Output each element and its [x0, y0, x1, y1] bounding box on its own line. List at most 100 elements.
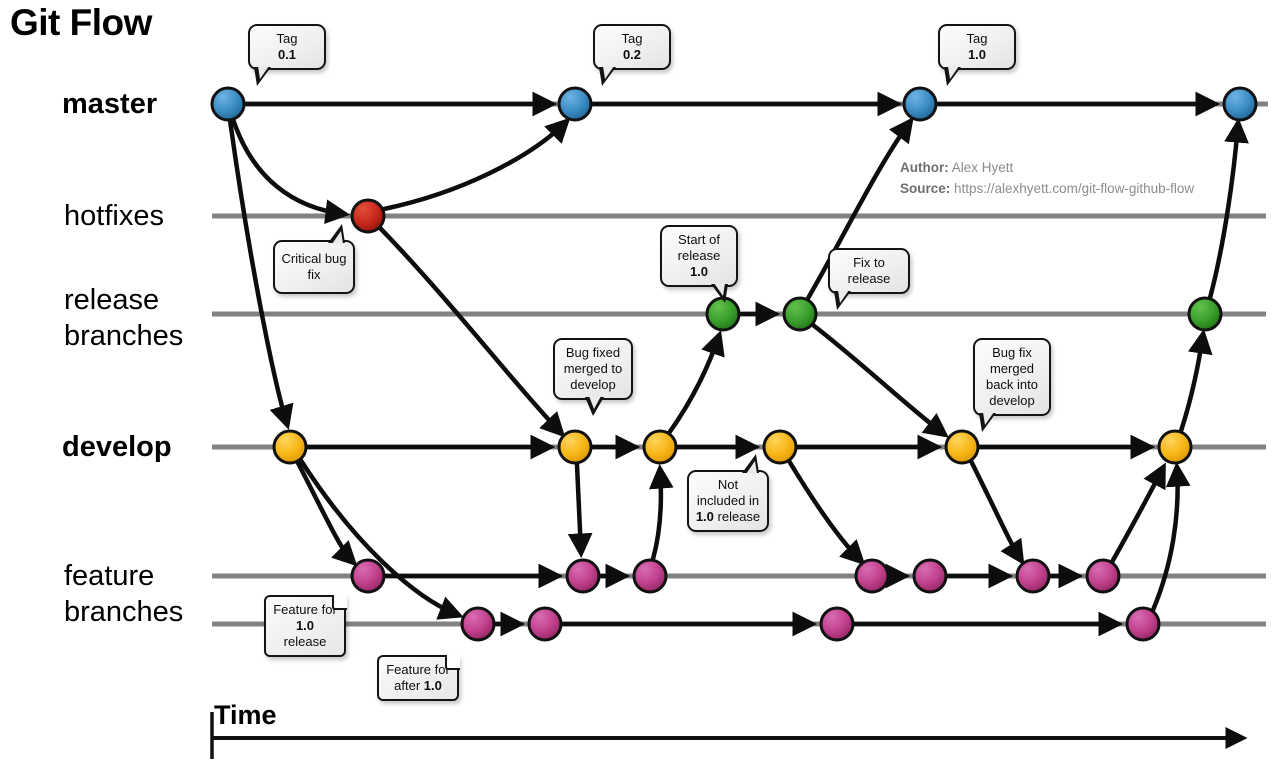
callout-not-included-line3-bold: 1.0 [695, 509, 714, 524]
branch-label-release: release branches [64, 282, 183, 354]
commit-master [210, 86, 246, 122]
note-fold-corner-icon [444, 654, 460, 670]
edge-master-to-develop [227, 117, 294, 430]
callout-tag-0-2-line1: Tag [621, 31, 643, 46]
branch-label-feature-line2: branches [64, 596, 184, 628]
callout-tag-1-0: Tag 1.0 [938, 24, 1016, 86]
note-feature-10-line1: Feature for [273, 602, 337, 617]
branch-label-hotfixes: hotfixes [64, 200, 164, 232]
commit-master [902, 86, 938, 122]
note-feature-10-line2: release [283, 634, 327, 649]
commit-feature [1085, 558, 1121, 594]
callout-start-release-line2: release [677, 248, 721, 263]
callout-not-included-line1: Not [717, 477, 739, 492]
callout-tag-0-1: Tag 0.1 [248, 24, 326, 86]
note-fold-corner-icon [331, 594, 347, 610]
callout-bug-fix-back-line1: Bug fix [992, 345, 1032, 360]
edge-develop-to-feature1-b [567, 462, 593, 559]
commit-master [557, 86, 593, 122]
callout-bug-fixed-line2: merged to [563, 361, 623, 376]
commit-layer [210, 86, 1258, 642]
edge-develop-to-feature2 [297, 456, 464, 620]
callout-bug-fixed-merged: Bug fixed merged to develop [553, 338, 633, 416]
edge-master-to-hotfix [229, 113, 351, 225]
credit-author-label: Author: [900, 160, 949, 175]
callout-not-included-line2: included in [696, 493, 760, 508]
commit-feature2 [1125, 606, 1161, 642]
commit-hotfixes [350, 198, 386, 234]
branch-label-release-line1: release [64, 284, 160, 316]
commit-develop [944, 429, 980, 465]
credit-text: Author: Alex Hyett Source: https://alexh… [900, 158, 1194, 199]
commit-feature2 [819, 606, 855, 642]
edge-feature1-to-develop [648, 463, 674, 562]
branch-label-feature: feature branches [64, 558, 183, 630]
callout-tag-1-0-line1: Tag [966, 31, 988, 46]
commit-feature2 [527, 606, 563, 642]
commit-feature [912, 558, 948, 594]
callout-not-included: Not included in 1.0 release [687, 454, 769, 532]
callout-fix-to-release: Fix to release [828, 248, 910, 310]
note-feature-after-bold: 1.0 [423, 678, 442, 693]
edge-develop-to-release [666, 330, 725, 436]
callout-fix-release-line1: Fix to [853, 255, 885, 270]
commit-feature [565, 558, 601, 594]
credit-author-value: Alex Hyett [948, 160, 1014, 175]
commit-develop [642, 429, 678, 465]
note-feature-after-line2: after [394, 678, 424, 693]
time-axis [210, 712, 1248, 759]
page-title: Git Flow [10, 2, 152, 43]
commit-feature [350, 558, 386, 594]
commit-release [782, 296, 818, 332]
edge-hotfix-to-master [381, 117, 571, 212]
edge-develop-to-release-b [1178, 328, 1213, 434]
commit-release [1187, 296, 1223, 332]
commit-develop [557, 429, 593, 465]
callout-tag-0-2-line2: 0.2 [622, 47, 642, 62]
edge-develop-to-feature1 [294, 458, 358, 567]
time-axis-label: Time [214, 700, 277, 730]
branch-label-release-line2: branches [64, 320, 184, 352]
branch-label-feature-line1: feature [64, 560, 155, 592]
callout-critical-line2: fix [307, 267, 321, 282]
callout-critical-bug-fix: Critical bug fix [273, 224, 355, 294]
commit-feature2 [460, 606, 496, 642]
callout-tag-0-2: Tag 0.2 [593, 24, 671, 86]
callout-fix-release-line2: release [847, 271, 891, 286]
commit-develop [272, 429, 308, 465]
flow-arrows [227, 91, 1249, 637]
commit-feature [632, 558, 668, 594]
edge-release-to-master-b [1207, 117, 1249, 301]
callout-start-release-line3: 1.0 [689, 264, 709, 279]
callout-critical-line1: Critical bug [281, 251, 347, 266]
callout-bug-fix-back-line3: back into [985, 377, 1039, 392]
commit-develop [762, 429, 798, 465]
callout-tag-1-0-line2: 1.0 [967, 47, 987, 62]
branch-label-master: master [62, 88, 158, 120]
callout-start-release-line1: Start of [678, 232, 720, 247]
callout-bug-fixed-line1: Bug fixed [565, 345, 621, 360]
edge-develop-to-feature1-c [786, 458, 866, 566]
commit-master [1222, 86, 1258, 122]
note-feature-for-after-10: Feature for after 1.0 [377, 654, 460, 701]
edge-release-to-master [804, 117, 914, 303]
commit-feature [854, 558, 890, 594]
edge-develop-to-feature1-d [968, 458, 1025, 566]
callout-bug-fix-back-line4: develop [989, 393, 1035, 408]
credit-source-value: https://alexhyett.com/git-flow-github-fl… [950, 180, 1195, 196]
callout-bug-fixed-line3: develop [570, 377, 616, 392]
note-feature-10-bold: 1.0 [295, 618, 315, 633]
callout-bug-fix-back-line2: merged [989, 361, 1035, 376]
note-feature-for-10-release: Feature for 1.0 release [264, 594, 347, 657]
edge-release-to-develop [810, 322, 949, 438]
branch-label-develop: develop [62, 431, 172, 463]
callout-start-of-release: Start of release 1.0 [660, 225, 738, 303]
callout-bug-fix-back: Bug fix merged back into develop [973, 338, 1051, 432]
commit-feature [1015, 558, 1051, 594]
callout-not-included-line3: release [713, 509, 761, 524]
edge-feature1-to-develop-b [1109, 462, 1166, 565]
callout-tag-0-1-line2: 0.1 [277, 47, 297, 62]
note-feature-after-line1: Feature for [386, 662, 450, 677]
